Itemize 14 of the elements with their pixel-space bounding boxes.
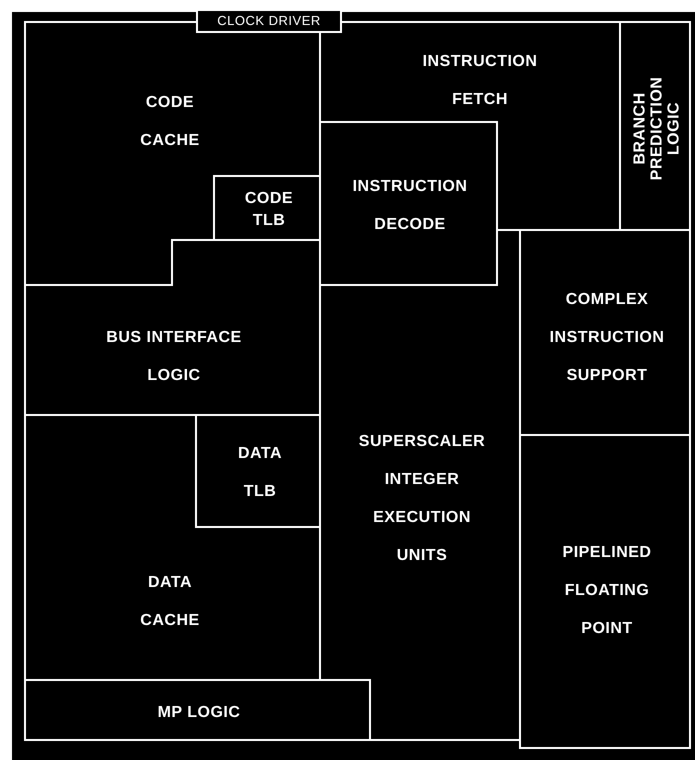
block-label: DATA CACHE xyxy=(139,573,201,631)
block-label: BUS INTERFACE LOGIC xyxy=(105,328,243,386)
block-label: INSTRUCTION FETCH xyxy=(422,52,538,110)
block-label: COMPLEX INSTRUCTION SUPPORT xyxy=(548,290,666,386)
clock-driver-box xyxy=(196,9,342,33)
block-label: INSTRUCTION DECODE xyxy=(352,177,468,235)
block-label: BRANCH PREDICTION LOGIC xyxy=(632,76,682,180)
block-label: SUPERSCALER INTEGER EXECUTION UNITS xyxy=(358,432,486,566)
block-label: PIPELINED FLOATING POINT xyxy=(562,543,652,639)
block-label: DATA TLB xyxy=(236,444,284,502)
block-label: CODE TLB xyxy=(244,189,294,231)
block-label: CODE CACHE xyxy=(139,93,201,151)
block-label: MP LOGIC xyxy=(156,703,242,723)
block-label: CLOCK DRIVER xyxy=(216,13,322,29)
